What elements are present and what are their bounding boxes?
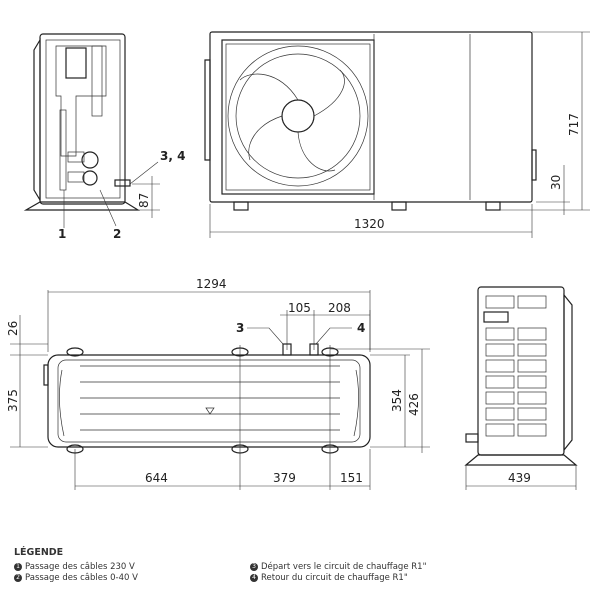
back-view: 439 (464, 286, 578, 490)
label-3-4: 3, 4 (160, 149, 185, 163)
dim-30: 30 (549, 175, 563, 190)
legend-text: Départ vers le circuit de chauffage R1" (261, 562, 427, 572)
dim-26: 26 (6, 321, 20, 336)
label-2: 2 (113, 227, 121, 241)
legend-text: Passage des câbles 230 V (25, 562, 135, 572)
dim-379: 379 (273, 471, 296, 485)
label-1: 1 (58, 227, 66, 241)
dim-87: 87 (137, 193, 151, 208)
label-4: 4 (357, 321, 365, 335)
dim-1294: 1294 (196, 277, 227, 291)
label-3: 3 (236, 321, 244, 335)
side-view: 3, 4 1 2 87 (23, 33, 185, 241)
dim-1320: 1320 (354, 217, 385, 231)
dim-644: 644 (145, 471, 168, 485)
number-badge-icon: 2 (14, 573, 22, 582)
number-badge-icon: 4 (250, 573, 258, 582)
dim-105: 105 (288, 301, 311, 315)
dim-426: 426 (407, 393, 421, 416)
legend-title: LÉGENDE (14, 547, 64, 558)
front-view: 717 30 1320 (204, 31, 590, 238)
top-view: 1294 105 208 3 4 26 375 354 4 (6, 277, 430, 490)
number-badge-icon: 3 (250, 562, 258, 571)
legend-text: Passage des câbles 0-40 V (25, 573, 138, 583)
dim-354: 354 (390, 389, 404, 412)
legend-text: Retour du circuit de chauffage R1" (261, 573, 408, 583)
dim-208: 208 (328, 301, 351, 315)
dim-439: 439 (508, 471, 531, 485)
number-badge-icon: 1 (14, 562, 22, 571)
dim-375: 375 (6, 389, 20, 412)
dim-151: 151 (340, 471, 363, 485)
dim-717: 717 (567, 113, 581, 136)
